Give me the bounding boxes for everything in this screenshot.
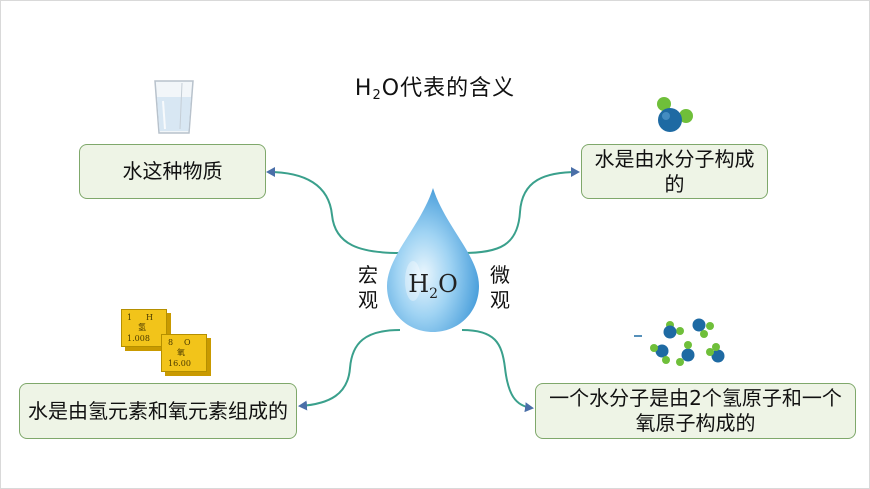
page-title: H2O代表的含义 bbox=[354, 76, 516, 103]
micro-label: 微观 bbox=[490, 263, 510, 312]
box-bottom-right: 一个水分子是由2个氢原子和一个氧原子构成的 bbox=[535, 383, 856, 439]
water-glass-icon bbox=[154, 80, 194, 134]
water-drop-icon bbox=[387, 188, 479, 332]
box-bottom-left: 水是由氢元素和氧元素组成的 bbox=[19, 383, 297, 439]
connector-bottom-right bbox=[461, 329, 534, 413]
macro-label: 宏观 bbox=[358, 263, 378, 312]
box-top-left: 水这种物质 bbox=[79, 144, 266, 199]
center-formula: H2O bbox=[408, 270, 458, 302]
water-molecules-group-icon bbox=[634, 318, 725, 366]
connector-top-right bbox=[461, 167, 580, 254]
connector-bottom-left bbox=[298, 329, 401, 411]
water-molecule-icon bbox=[657, 97, 693, 132]
connector-top-left bbox=[266, 167, 401, 254]
hydrogen-element-card: 1 H 氢 1.008 bbox=[121, 309, 167, 347]
box-top-right: 水是由水分子构成的 bbox=[581, 144, 768, 199]
oxygen-element-card: 8 O 氧 16.00 bbox=[161, 334, 207, 372]
